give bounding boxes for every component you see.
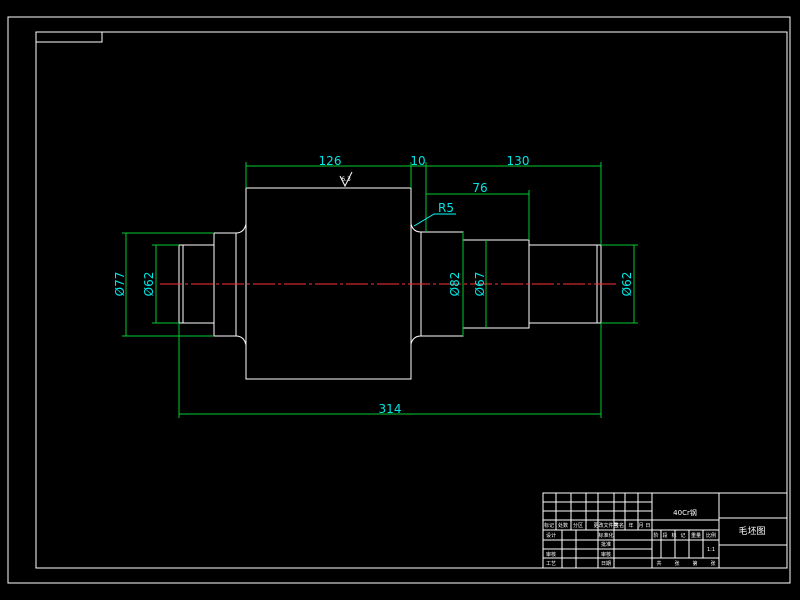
dim-314-label: 314 — [379, 402, 402, 416]
tb-row-label: 标记 — [544, 522, 554, 529]
dim-76-label: 76 — [472, 181, 487, 195]
fillet-top-left — [235, 223, 247, 234]
tb-stage-label: 记 — [680, 532, 685, 539]
sheet-outer-border — [7, 16, 791, 584]
tb-stage-label: 标 — [671, 532, 676, 539]
frame-tab — [35, 31, 103, 43]
tb-stage-label: 阶 — [653, 532, 658, 539]
title-block: 标记 处数 分区 更改文件号 签名 年 月 日 设计 审核 工艺 标准化 批准 … — [542, 492, 788, 569]
fillet-bottom-right — [410, 335, 422, 345]
tb-stage-label: 比例 — [706, 532, 716, 539]
roughness-value: 6.3 — [341, 176, 351, 183]
tb-left-label: 审核 — [546, 551, 556, 558]
drawing-frame — [35, 31, 788, 569]
phi62-right-label: Ø62 — [620, 272, 634, 297]
tb-bottom-label: 第 — [692, 560, 697, 567]
tb-bottom-label: 张 — [710, 560, 715, 567]
tb-row-label: 签名 — [614, 522, 624, 529]
tb-mid-label: 批准 — [601, 541, 611, 548]
fillet-top-right — [410, 223, 422, 233]
tb-row-label: 更改文件号 — [593, 522, 618, 529]
tb-mid-label: 审核 — [601, 551, 611, 558]
tb-mid-label: 标准化 — [598, 532, 613, 539]
tb-bottom-label: 张 — [674, 560, 679, 567]
tb-row-label: 分区 — [573, 522, 583, 529]
tb-row-label: 处数 — [558, 522, 568, 529]
dim-10-label: 10 — [410, 154, 425, 168]
tb-drawing-title: 毛坯图 — [738, 525, 765, 537]
tb-mid-label: 日期 — [601, 561, 611, 567]
tb-stage-label: 段 — [662, 532, 667, 539]
tb-row-label: 日 — [645, 523, 650, 529]
roughness-symbol — [339, 171, 353, 188]
dimensions: 126 10 130 76 R5 6.3 Ø77 Ø62 Ø82 — [113, 154, 638, 418]
phi77-label: Ø77 — [113, 272, 127, 297]
r5-leader — [413, 213, 435, 227]
tb-left-label: 工艺 — [546, 561, 556, 567]
fillet-bottom-left — [235, 335, 247, 346]
phi62-left-label: Ø62 — [142, 272, 156, 297]
tb-stage-label: 重量 — [691, 532, 701, 539]
tb-row-label: 月 — [638, 523, 643, 529]
phi67-label: Ø67 — [473, 272, 487, 297]
r5-label: R5 — [438, 201, 454, 215]
dim-130-label: 130 — [507, 154, 530, 168]
phi82-label: Ø82 — [448, 272, 462, 297]
dim-126-label: 126 — [319, 154, 342, 168]
tb-bottom-label: 共 — [656, 560, 661, 567]
tb-left-label: 设计 — [546, 532, 556, 539]
tb-material: 40Cr钢 — [673, 508, 697, 517]
tb-row-label: 年 — [628, 522, 633, 529]
tb-scale-value: 1:1 — [707, 547, 715, 553]
